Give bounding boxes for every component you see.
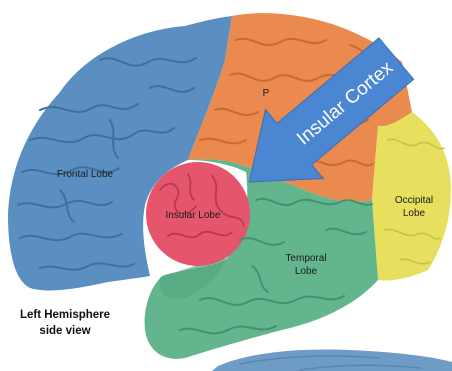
caption-line2: side view [39, 325, 90, 337]
temporal-lobe-label-line2: Lobe [295, 266, 318, 277]
caption-line1: Left Hemisphere [20, 309, 110, 321]
insular-lobe-label: Insular Lobe [165, 210, 220, 221]
occipital-lobe-label-line2: Lobe [403, 208, 426, 219]
occipital-lobe-label-line1: Occipital [395, 195, 433, 206]
parietal-label-fragment: P [263, 88, 270, 99]
temporal-lobe-label-line1: Temporal [285, 253, 326, 264]
frontal-lobe-label: Frontal Lobe [57, 169, 114, 180]
